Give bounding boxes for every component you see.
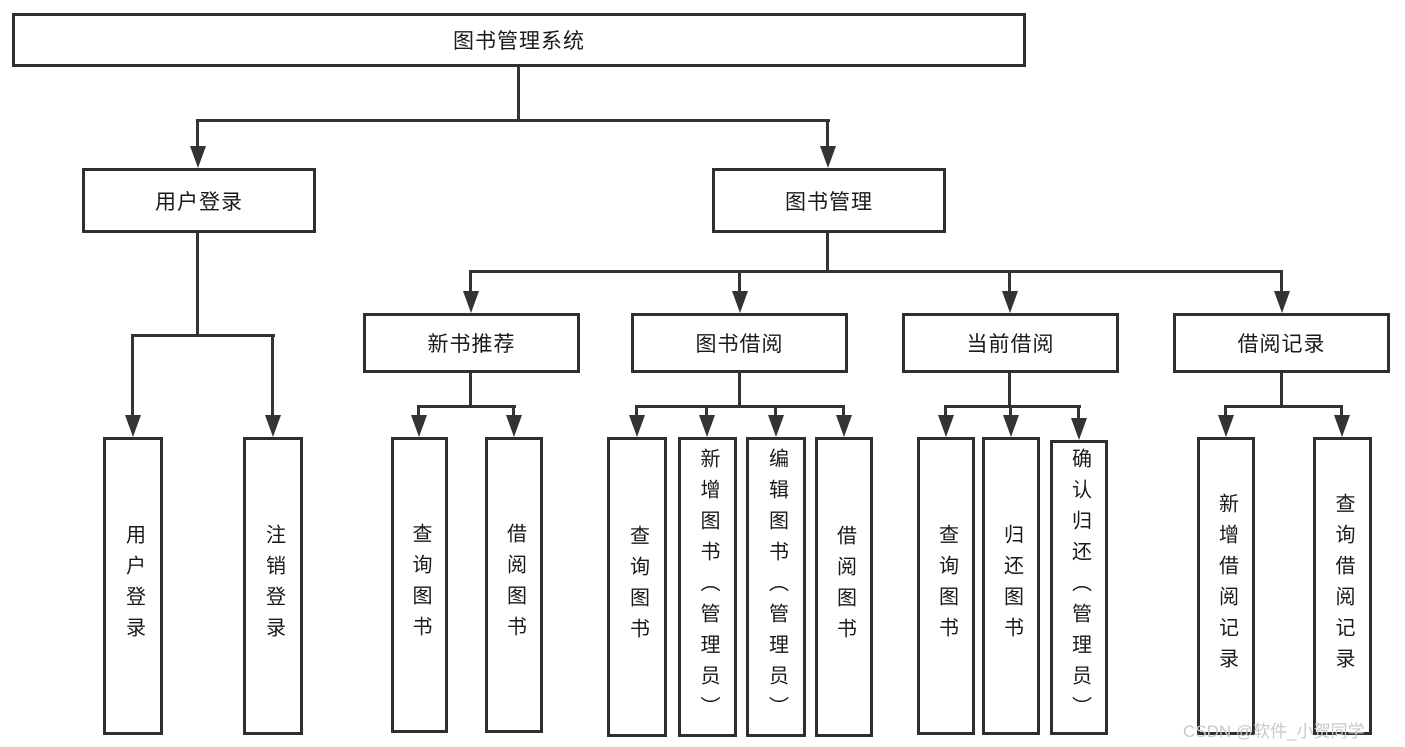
arrow-down-icon <box>820 146 836 168</box>
connector-line <box>1225 405 1343 408</box>
connector-line <box>469 373 472 408</box>
connector-line <box>271 334 274 417</box>
connector-line <box>945 405 1081 408</box>
node-label: 用户登录 <box>155 190 243 214</box>
arrow-down-icon <box>768 415 784 437</box>
node-label: 图书管理 <box>785 190 873 214</box>
connector-line <box>131 334 134 417</box>
connector-line <box>418 405 516 408</box>
connector-line <box>738 373 741 408</box>
node-label: 查询借阅记录 <box>1332 493 1354 679</box>
node-leaf-user-login: 用户登录 <box>103 437 163 735</box>
connector-line <box>197 119 830 122</box>
connector-line <box>196 233 199 337</box>
connector-line <box>944 405 947 417</box>
node-leaf-edit-books-admin: 编辑图书（管理员） <box>746 437 806 737</box>
node-label: 新书推荐 <box>427 333 516 356</box>
arrow-down-icon <box>463 291 479 313</box>
node-label: 查询图书 <box>626 525 649 649</box>
arrow-down-icon <box>1003 415 1019 437</box>
node-leaf-borrow-books: 借阅图书 <box>485 437 543 733</box>
connector-line <box>1280 270 1283 293</box>
node-label: 查询图书 <box>935 524 958 648</box>
connector-line <box>512 405 515 417</box>
connector-line <box>1077 405 1080 420</box>
arrow-down-icon <box>629 415 645 437</box>
connector-line <box>1280 373 1283 408</box>
arrow-down-icon <box>1002 291 1018 313</box>
node-label: 借阅图书 <box>833 525 856 649</box>
arrow-down-icon <box>411 415 427 437</box>
node-label: 借阅图书 <box>503 523 526 647</box>
node-leaf-logout: 注销登录 <box>243 437 303 735</box>
connector-line <box>738 270 741 293</box>
connector-line <box>705 405 708 417</box>
node-label: 确认归还（管理员） <box>1068 448 1091 727</box>
connector-line <box>470 270 1283 273</box>
connector-line <box>1009 405 1012 417</box>
node-leaf-return-books: 归还图书 <box>982 437 1040 735</box>
connector-line <box>774 405 777 417</box>
arrow-down-icon <box>506 415 522 437</box>
connector-line <box>636 405 845 408</box>
arrow-down-icon <box>190 146 206 168</box>
connector-line <box>1224 405 1227 417</box>
node-leaf-add-borrow-record: 新增借阅记录 <box>1197 437 1255 735</box>
connector-line <box>635 405 638 417</box>
node-user-login: 用户登录 <box>82 168 316 233</box>
connector-line <box>826 119 829 148</box>
node-borrowing-records: 借阅记录 <box>1173 313 1390 373</box>
arrow-down-icon <box>1218 415 1234 437</box>
node-label: 当前借阅 <box>966 333 1055 356</box>
node-leaf-query-books: 查询图书 <box>607 437 667 737</box>
node-current-borrowing: 当前借阅 <box>902 313 1119 373</box>
node-label: 图书管理系统 <box>453 30 585 53</box>
arrow-down-icon <box>732 291 748 313</box>
csdn-watermark: CSDN @软件_小贺同学 <box>1183 722 1365 741</box>
connector-line <box>1008 270 1011 293</box>
arrow-down-icon <box>938 415 954 437</box>
arrow-down-icon <box>1071 418 1087 440</box>
node-label: 归还图书 <box>1000 524 1023 648</box>
arrow-down-icon <box>1334 415 1350 437</box>
node-label: 编辑图书（管理员） <box>765 447 788 727</box>
connector-line <box>842 405 845 417</box>
connector-line <box>469 270 472 293</box>
node-leaf-query-borrow-record: 查询借阅记录 <box>1313 437 1372 735</box>
node-label: 借阅记录 <box>1237 333 1326 356</box>
node-label: 用户登录 <box>122 524 145 648</box>
arrow-down-icon <box>125 415 141 437</box>
connector-line <box>196 119 199 148</box>
node-leaf-confirm-return-admin: 确认归还（管理员） <box>1050 440 1108 735</box>
node-label: 注销登录 <box>262 524 285 648</box>
arrow-down-icon <box>265 415 281 437</box>
node-leaf-query-books: 查询图书 <box>391 437 448 733</box>
node-label: 查询图书 <box>409 523 431 647</box>
connector-line <box>132 334 275 337</box>
arrow-down-icon <box>699 415 715 437</box>
node-book-management: 图书管理 <box>712 168 946 233</box>
arrow-down-icon <box>836 415 852 437</box>
connector-line <box>1340 405 1343 417</box>
node-new-book-recommend: 新书推荐 <box>363 313 580 373</box>
node-library-management-system: 图书管理系统 <box>12 13 1026 67</box>
node-label: 新增借阅记录 <box>1215 493 1238 679</box>
node-leaf-borrow-books: 借阅图书 <box>815 437 873 737</box>
node-book-borrowing: 图书借阅 <box>631 313 848 373</box>
connector-line <box>826 233 829 273</box>
node-leaf-query-books: 查询图书 <box>917 437 975 735</box>
connector-line <box>1008 373 1011 408</box>
node-leaf-add-books-admin: 新增图书（管理员） <box>678 437 737 737</box>
connector-line <box>517 66 520 122</box>
arrow-down-icon <box>1274 291 1290 313</box>
node-label: 图书借阅 <box>695 333 784 356</box>
connector-line <box>417 405 420 417</box>
node-label: 新增图书（管理员） <box>697 447 719 727</box>
